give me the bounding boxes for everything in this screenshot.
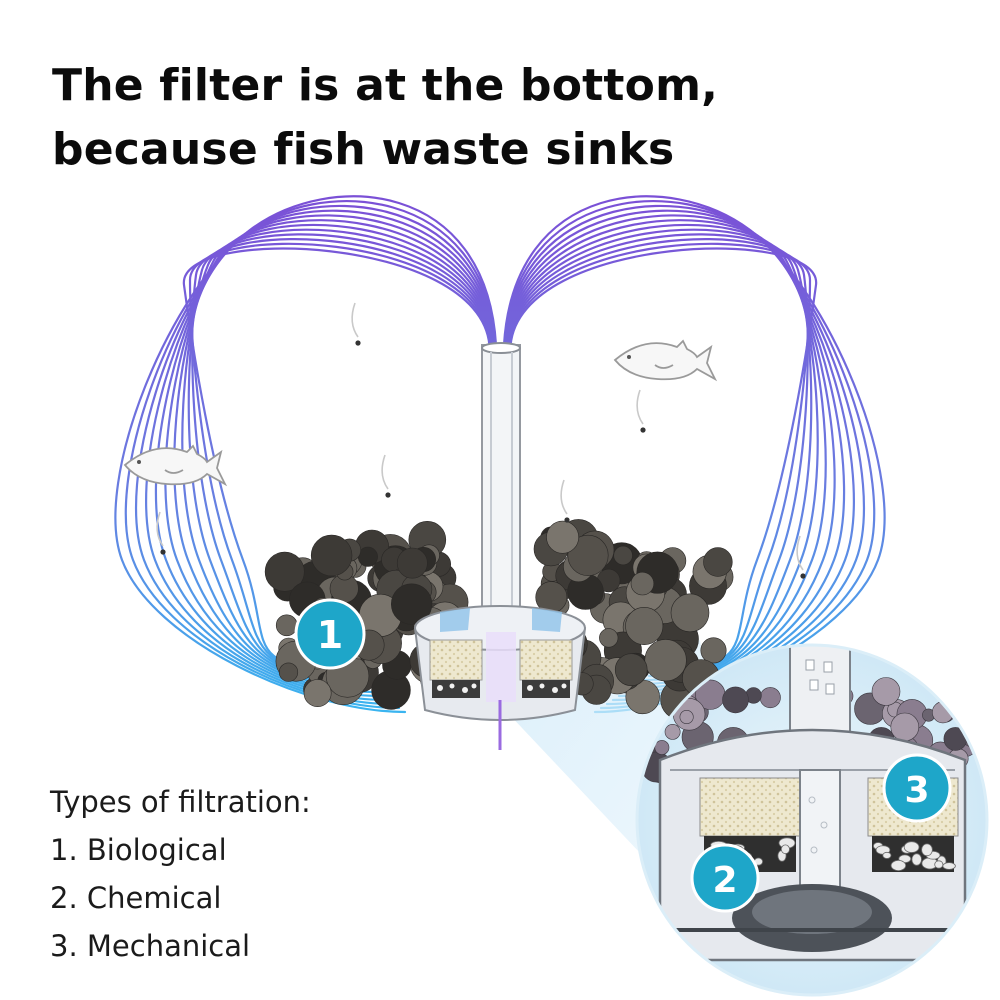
flow-line [164,219,495,694]
rock [722,686,749,714]
headline-line-1: The filter is at the bottom, [52,60,719,111]
carbon-pebble [780,844,790,855]
rock [396,547,428,579]
legend-item-biological: 1. Biological [50,833,227,867]
legend-item-mechanical: 3. Mechanical [50,929,251,963]
rock [310,534,353,577]
flow-line [173,223,494,690]
magnifier-detail-view [635,643,989,997]
headline: The filter is at the bottom, because fis… [52,54,718,182]
filter-cartridge [413,605,587,750]
rock [303,679,332,708]
flow-line [505,219,836,694]
carbon-pebble [903,841,920,853]
rock [890,712,920,742]
badge-3-label: 3 [904,770,929,811]
rock [700,637,727,664]
flow-line [187,233,493,682]
flow-line [114,195,498,714]
waste-particle-icon [796,535,806,579]
carbon-pebble [921,843,933,857]
flow-line [507,233,813,682]
waste-particles [156,302,806,579]
waste-particle-icon [381,454,391,498]
carbon-pebble [890,860,907,872]
headline-line-2: because fish waste sinks [52,124,675,175]
flow-lines-left [114,195,498,714]
rock [703,547,733,577]
rock [644,639,687,682]
filtration-legend: Types of filtration: 1. Biological 2. Ch… [50,778,311,970]
rock [625,606,664,645]
waste-particle-icon [351,302,361,346]
rock [670,593,710,633]
carbon-pebble [942,862,956,870]
carbon-pebble [934,860,944,869]
legend-item-chemical: 2. Chemical [50,881,222,915]
rock [679,709,694,724]
flow-line [182,247,491,670]
waste-particle-icon [156,511,166,555]
carbon-pebble [882,851,892,859]
flow-line [505,214,846,698]
badge-chemical: 2 [690,843,760,913]
rock [264,551,305,592]
badge-mechanical: 3 [882,753,952,823]
rock [871,677,901,706]
flow-line [124,200,497,710]
rock [614,653,648,687]
rock [951,694,970,713]
badge-1-label: 1 [317,613,343,657]
rock [759,687,781,709]
rock [630,571,655,596]
legend-heading: Types of filtration: [50,785,311,819]
flow-line [181,228,493,686]
rock [391,583,433,625]
badge-biological: 1 [294,598,366,670]
rock [613,545,633,566]
fish-icon [123,444,228,487]
rock [567,534,609,576]
flow-line [154,214,495,698]
waste-particle-icon [636,389,646,433]
rock [278,662,299,682]
rock [654,740,670,755]
rock [546,520,580,554]
rock [357,546,378,567]
badge-2-label: 2 [712,860,737,901]
flow-line [507,228,819,686]
flow-line [506,223,827,690]
flow-line [145,209,496,702]
carbon-pebble [911,853,922,866]
flow-line [135,204,496,706]
rock [664,724,681,740]
rock [599,628,619,648]
rock [275,614,298,637]
fish-icon [613,339,718,382]
flow-line [509,247,818,670]
waste-particle-icon [560,479,570,523]
rock [956,699,983,726]
